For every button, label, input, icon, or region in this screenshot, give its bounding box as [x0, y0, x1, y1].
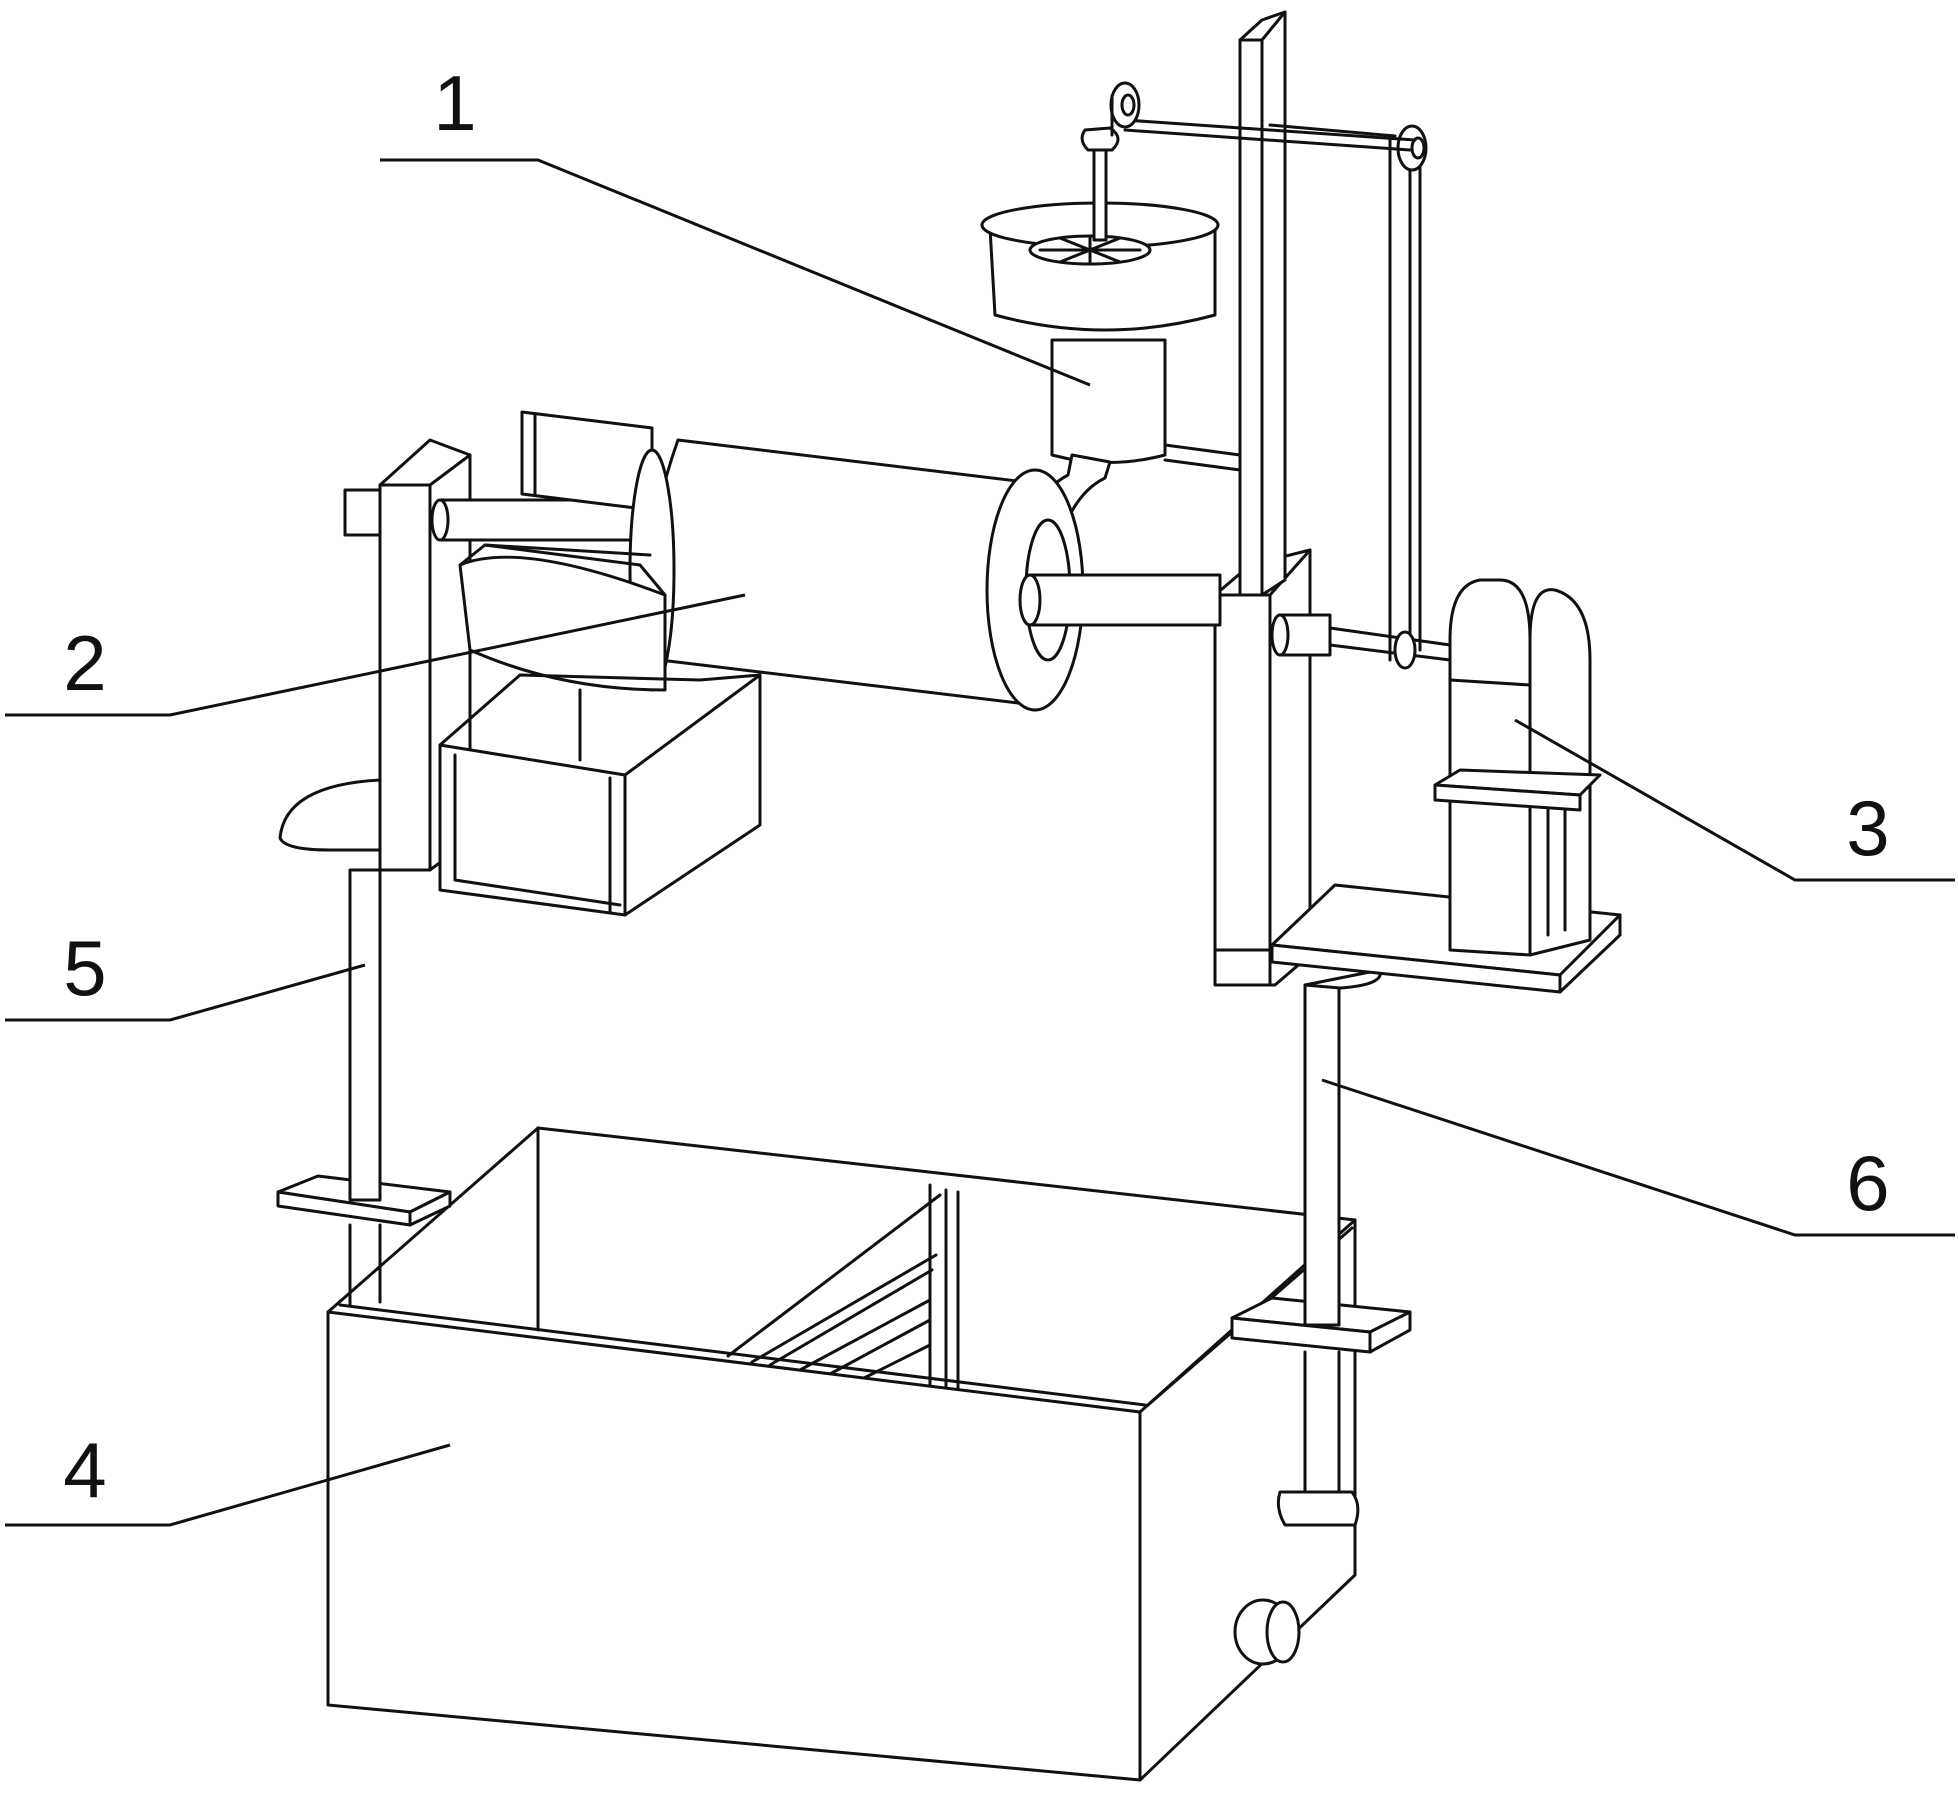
- leader-lines: [5, 158, 1955, 1527]
- label-2: 2: [63, 619, 106, 707]
- vertical-rail: [1123, 10, 1428, 662]
- label-4: 4: [63, 1426, 106, 1514]
- leader-6: [1321, 1078, 1955, 1237]
- feed-hopper-assembly: [980, 81, 1242, 527]
- leader-3: [1514, 718, 1955, 882]
- leader-5: [5, 963, 366, 1022]
- tank-assembly: [326, 1126, 1357, 1782]
- right-support-column: [1213, 548, 1412, 1527]
- label-5: 5: [63, 924, 106, 1012]
- leader-2: [5, 593, 746, 717]
- rotating-drum-assembly: [430, 410, 1222, 917]
- label-1: 1: [433, 59, 476, 147]
- leader-4: [5, 1443, 451, 1527]
- label-6: 6: [1846, 1139, 1889, 1227]
- part-labels: 1 2 3 4 5 6: [63, 59, 1889, 1514]
- leader-1: [380, 158, 1091, 387]
- label-3: 3: [1846, 784, 1889, 872]
- motor-assembly: [1270, 578, 1622, 994]
